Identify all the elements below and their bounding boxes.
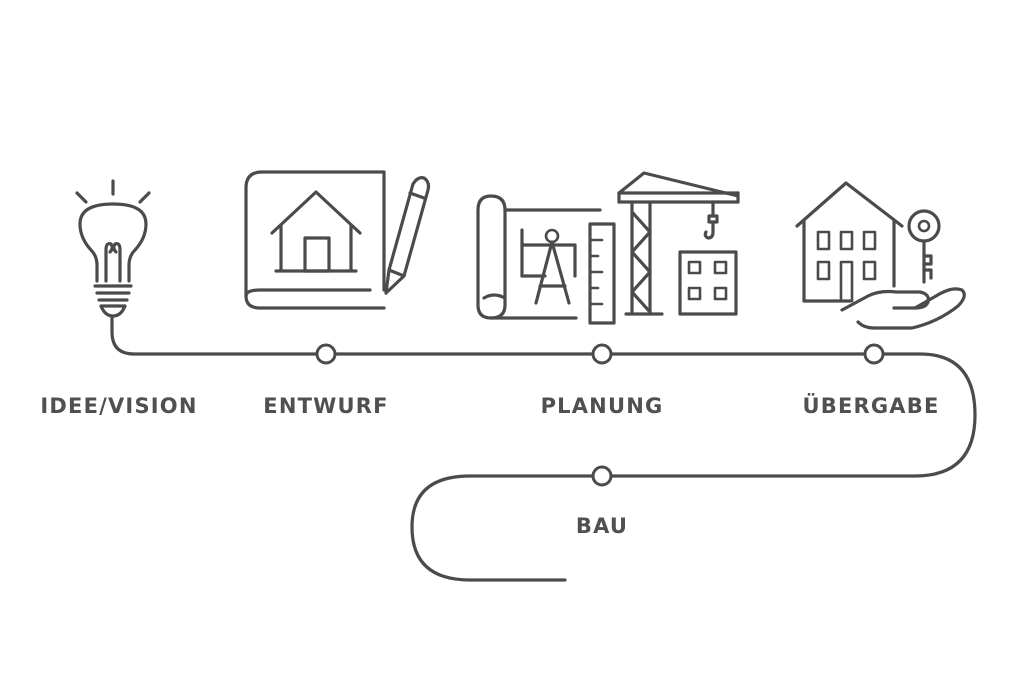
- stage-label-entwurf: ENTWURF: [263, 394, 389, 418]
- timeline-node-entwurf: [315, 343, 337, 365]
- stage-label-idee: IDEE/VISION: [40, 394, 198, 418]
- stage-label-bau: BAU: [575, 514, 629, 538]
- lightbulb-icon: [75, 179, 151, 318]
- blueprint-ruler-compass-icon: [476, 194, 616, 325]
- house-key-hand-icon: [795, 181, 966, 330]
- crane-building-icon: [617, 171, 740, 316]
- timeline-node-bau: [591, 465, 613, 487]
- timeline-node-planung: [591, 343, 613, 365]
- stage-label-uebergabe: ÜBERGABE: [802, 394, 940, 418]
- stage-label-planung: PLANUNG: [540, 394, 664, 418]
- timeline-path: [110, 316, 977, 582]
- timeline-node-uebergabe: [863, 343, 885, 365]
- house-sketch-pencil-icon: [244, 170, 431, 310]
